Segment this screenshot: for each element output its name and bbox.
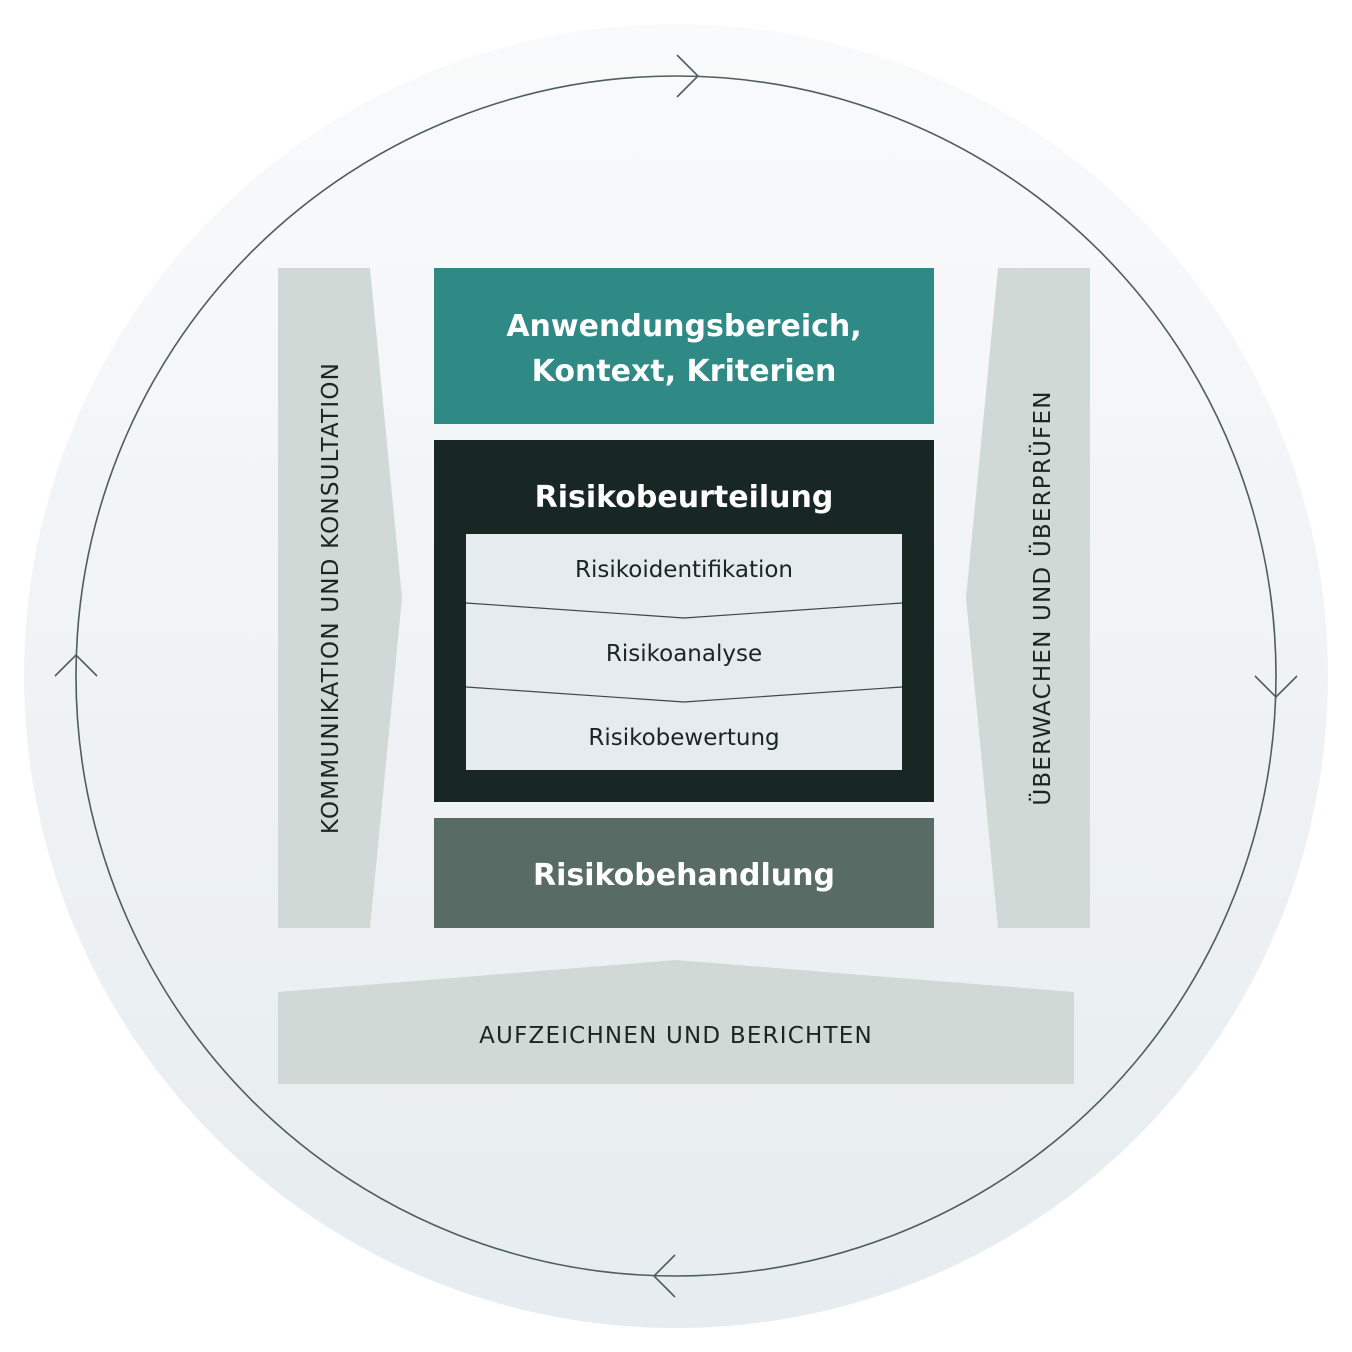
monitoring-band: ÜBERWACHEN UND ÜBERPRÜFEN — [966, 268, 1090, 928]
step-divider-1 — [465, 602, 903, 619]
step-evaluation: Risikobewertung — [588, 725, 779, 751]
assessment-title: Risikobeurteilung — [535, 480, 834, 515]
treatment-box-bg — [434, 818, 934, 928]
scope-label-line2: Kontext, Kriterien — [532, 354, 837, 389]
step-divider-2 — [465, 686, 903, 703]
monitoring-band-shape — [966, 268, 1090, 928]
communication-band-shape — [278, 268, 402, 928]
step-identification: Risikoidentifikation — [575, 557, 793, 583]
arrow-right-icon — [676, 54, 700, 98]
recording-band: AUFZEICHNEN UND BERICHTEN — [278, 960, 1074, 1084]
assessment-steps-panel — [466, 534, 902, 770]
scope-box: Anwendungsbereich, Kontext, Kriterien — [434, 268, 934, 424]
recording-band-shape — [278, 960, 1074, 1084]
monitoring-label: ÜBERWACHEN UND ÜBERPRÜFEN — [1028, 390, 1056, 805]
assessment-box: Risikobeurteilung Risikoidentifikation R… — [434, 440, 934, 802]
recording-label: AUFZEICHNEN UND BERICHTEN — [479, 1023, 873, 1049]
scope-box-bg — [434, 268, 934, 424]
communication-band: KOMMUNIKATION UND KONSULTATION — [278, 268, 402, 928]
arrow-left-icon — [652, 1254, 676, 1298]
treatment-label: Risikobehandlung — [533, 858, 835, 893]
cycle-circle — [75, 75, 1277, 1277]
scope-label-line1: Anwendungsbereich, — [506, 309, 861, 344]
arrow-up-icon — [54, 653, 98, 677]
step-analysis: Risikoanalyse — [606, 641, 762, 667]
arrow-down-icon — [1254, 675, 1298, 699]
communication-label: KOMMUNIKATION UND KONSULTATION — [318, 362, 344, 834]
treatment-box: Risikobehandlung — [434, 818, 934, 928]
